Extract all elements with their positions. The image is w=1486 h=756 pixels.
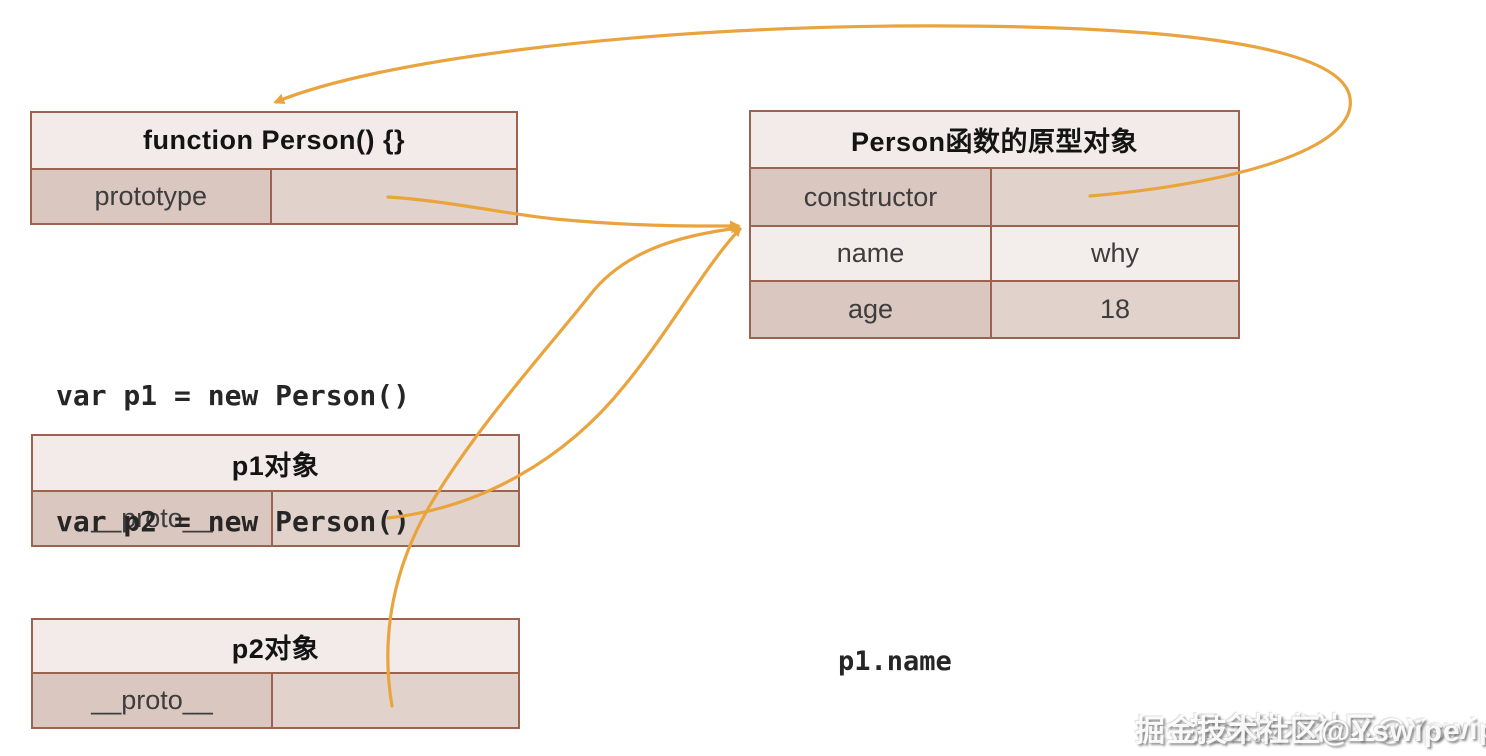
table-row: constructor xyxy=(751,169,1238,225)
function-person-table-title: function Person() {} xyxy=(32,113,516,170)
person-prototype-table: Person函数的原型对象 constructor name why age 1… xyxy=(749,110,1240,339)
p2-proto-label: __proto__ xyxy=(33,674,274,727)
age-label: age xyxy=(751,282,993,337)
function-person-table: function Person() {} prototype xyxy=(30,111,518,225)
age-value-cell: 18 xyxy=(992,282,1238,337)
code-line-1: var p1 = new Person() xyxy=(56,379,411,412)
p2-table-title: p2对象 xyxy=(33,620,518,674)
p2-object-table: p2对象 __proto__ xyxy=(31,618,520,729)
constructor-label: constructor xyxy=(751,169,993,225)
watermark-echo-text: 掘金技术社区@Yswipe xyxy=(1190,713,1486,746)
name-value-cell: why xyxy=(992,227,1238,280)
constructor-value-cell xyxy=(992,169,1238,225)
p2-proto-value-cell xyxy=(273,674,518,727)
person-prototype-table-title: Person函数的原型对象 xyxy=(751,112,1238,169)
table-row: prototype xyxy=(32,170,516,223)
prototype-label: prototype xyxy=(32,170,272,223)
table-row: __proto__ xyxy=(33,674,518,727)
access-line-1: p1.name xyxy=(838,646,952,677)
prototype-value-cell xyxy=(271,170,516,223)
table-row: age 18 xyxy=(751,280,1238,337)
name-label: name xyxy=(751,227,993,280)
var-declaration-code: var p1 = new Person() var p2 = new Perso… xyxy=(56,291,410,627)
code-line-2: var p2 = new Person() xyxy=(56,505,411,538)
watermark-text: 掘金技术社区@Yswipe xyxy=(1135,715,1461,748)
p1-proto-label: __proto__ xyxy=(33,492,274,545)
table-row: name why xyxy=(751,225,1238,280)
property-access-code: p1.name p1.age xyxy=(838,557,952,756)
